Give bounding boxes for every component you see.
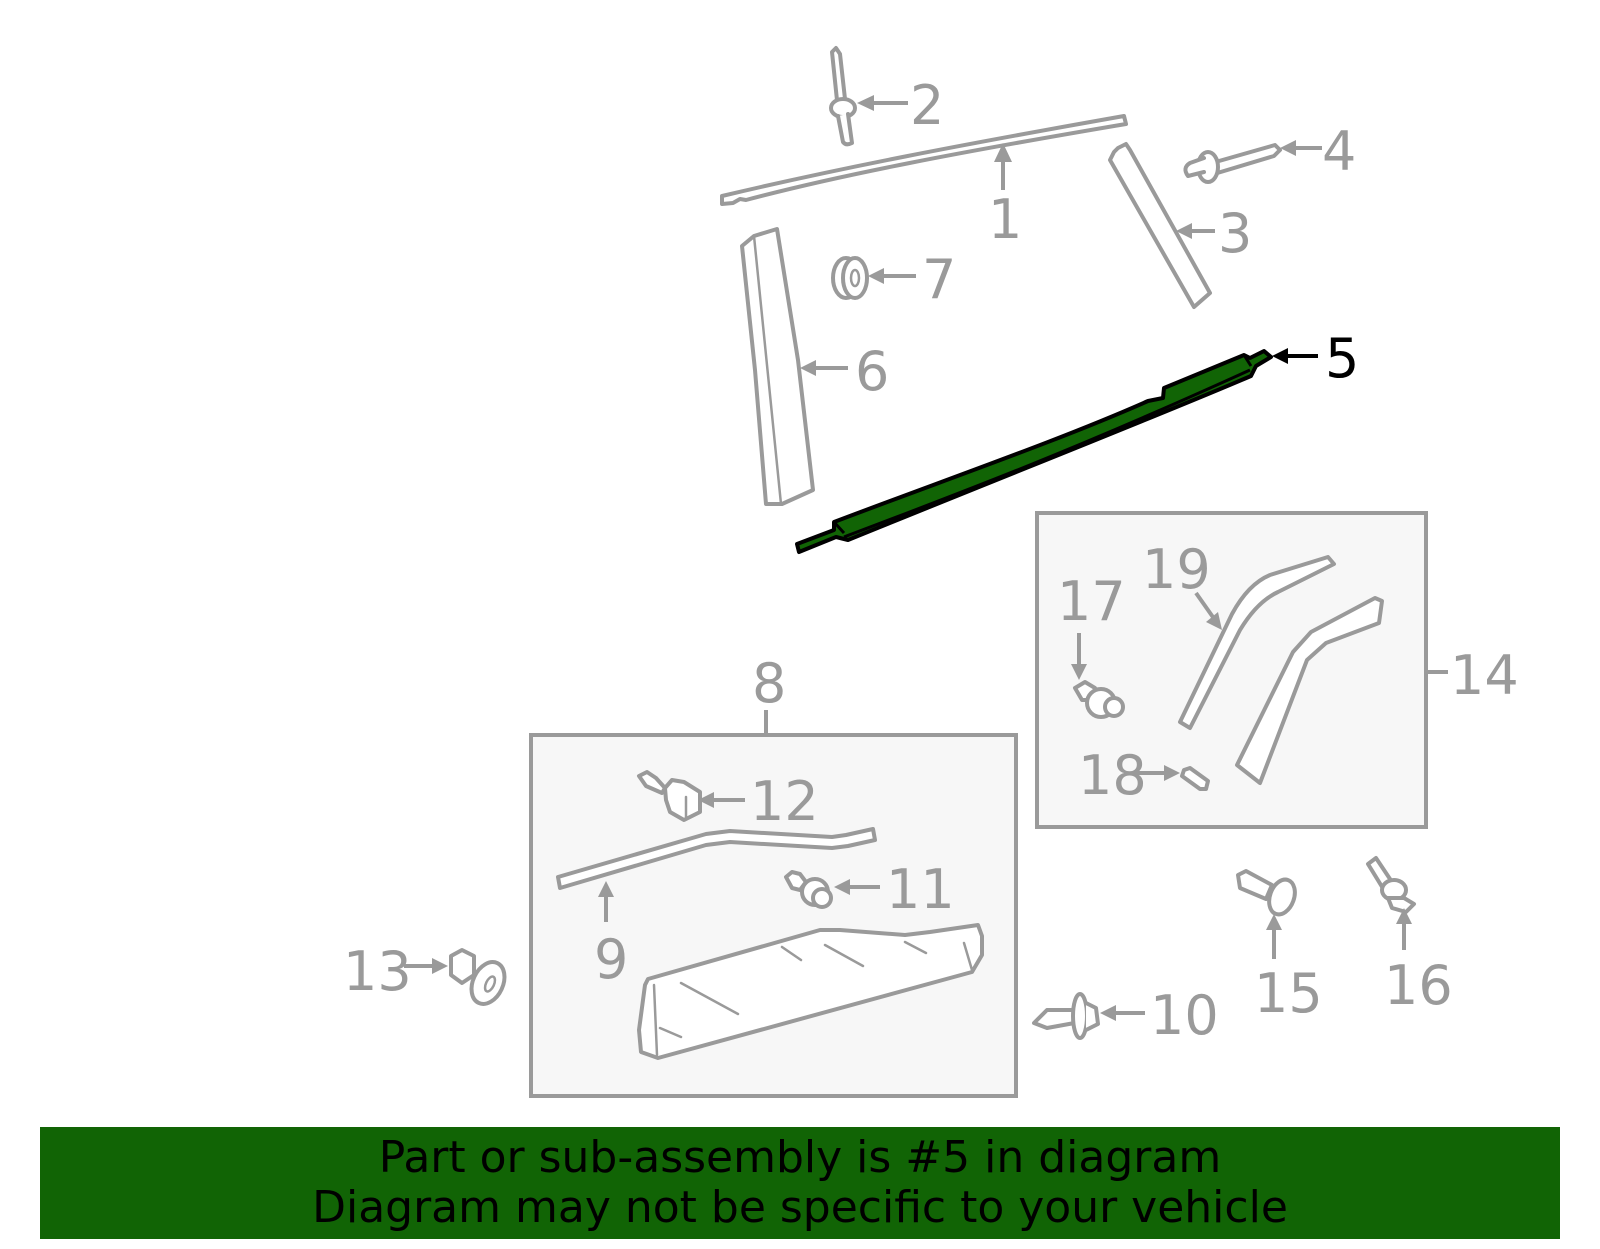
callout-5: 5: [1272, 327, 1359, 390]
callout-18: 18: [1078, 744, 1180, 807]
callout-14-label: 14: [1450, 644, 1519, 707]
callout-5-label: 5: [1325, 327, 1359, 390]
callout-8-label: 8: [752, 652, 786, 715]
callout-15-label: 15: [1254, 962, 1323, 1025]
callout-2: 2: [857, 74, 944, 137]
callout-10: 10: [1100, 984, 1219, 1047]
callout-1-label: 1: [988, 188, 1022, 251]
callout-18-label: 18: [1078, 744, 1147, 807]
callout-6-label: 6: [855, 340, 889, 403]
part-8-panel[interactable]: [637, 923, 984, 1060]
part-15-screw[interactable]: [1236, 869, 1299, 918]
callout-9: 9: [594, 881, 628, 991]
callout-8: 8: [752, 652, 786, 735]
part-5-highlighted[interactable]: [795, 349, 1273, 554]
callout-15: 15: [1254, 914, 1323, 1025]
callout-1: 1: [988, 143, 1022, 251]
part-18[interactable]: [1180, 766, 1210, 791]
callout-3: 3: [1176, 202, 1252, 265]
callout-19-label: 19: [1142, 538, 1211, 601]
callout-13: 13: [343, 940, 448, 1003]
part-4-rivet[interactable]: [1183, 143, 1282, 184]
callout-2-label: 2: [910, 74, 944, 137]
callout-7-label: 7: [922, 248, 956, 311]
callout-16: 16: [1384, 908, 1453, 1017]
part-1[interactable]: [720, 114, 1128, 206]
callout-6: 6: [800, 340, 889, 403]
callout-4-label: 4: [1322, 120, 1356, 183]
callout-11-label: 11: [886, 858, 955, 921]
part-17-clip[interactable]: [1073, 680, 1125, 719]
part-7-grommet[interactable]: [831, 256, 869, 300]
group-14[interactable]: [1035, 511, 1428, 829]
part-3[interactable]: [1108, 142, 1212, 309]
callout-3-label: 3: [1218, 202, 1252, 265]
part-13-grommet[interactable]: [449, 948, 511, 1009]
part-14-trim[interactable]: [1235, 596, 1384, 785]
callout-19: 19: [1142, 538, 1222, 630]
callout-17: 17: [1057, 570, 1126, 680]
callout-12-label: 12: [750, 770, 819, 833]
part-6[interactable]: [740, 227, 815, 506]
callout-10-label: 10: [1150, 984, 1219, 1047]
callout-12: 12: [698, 770, 819, 833]
part-9[interactable]: [556, 827, 877, 890]
callout-9-label: 9: [594, 928, 628, 991]
group-8[interactable]: [529, 733, 1018, 1098]
callout-17-label: 17: [1057, 570, 1126, 633]
part-12-clip[interactable]: [637, 770, 702, 822]
callout-14: 14: [1426, 644, 1519, 707]
callout-11: 11: [834, 858, 955, 921]
part-11-clip[interactable]: [784, 870, 833, 909]
part-19[interactable]: [1178, 555, 1336, 730]
info-banner: Part or sub-assembly is #5 in diagram Di…: [40, 1127, 1560, 1239]
callout-4: 4: [1280, 120, 1356, 183]
callout-13-label: 13: [343, 940, 412, 1003]
part-16-stud[interactable]: [1366, 856, 1416, 914]
callout-16-label: 16: [1384, 954, 1453, 1017]
banner-line-2: Diagram may not be specific to your vehi…: [312, 1182, 1288, 1233]
callout-7: 7: [868, 248, 956, 311]
part-10-clip[interactable]: [1032, 992, 1100, 1040]
banner-line-1: Part or sub-assembly is #5 in diagram: [378, 1132, 1222, 1183]
part-2-rivet[interactable]: [829, 46, 857, 147]
